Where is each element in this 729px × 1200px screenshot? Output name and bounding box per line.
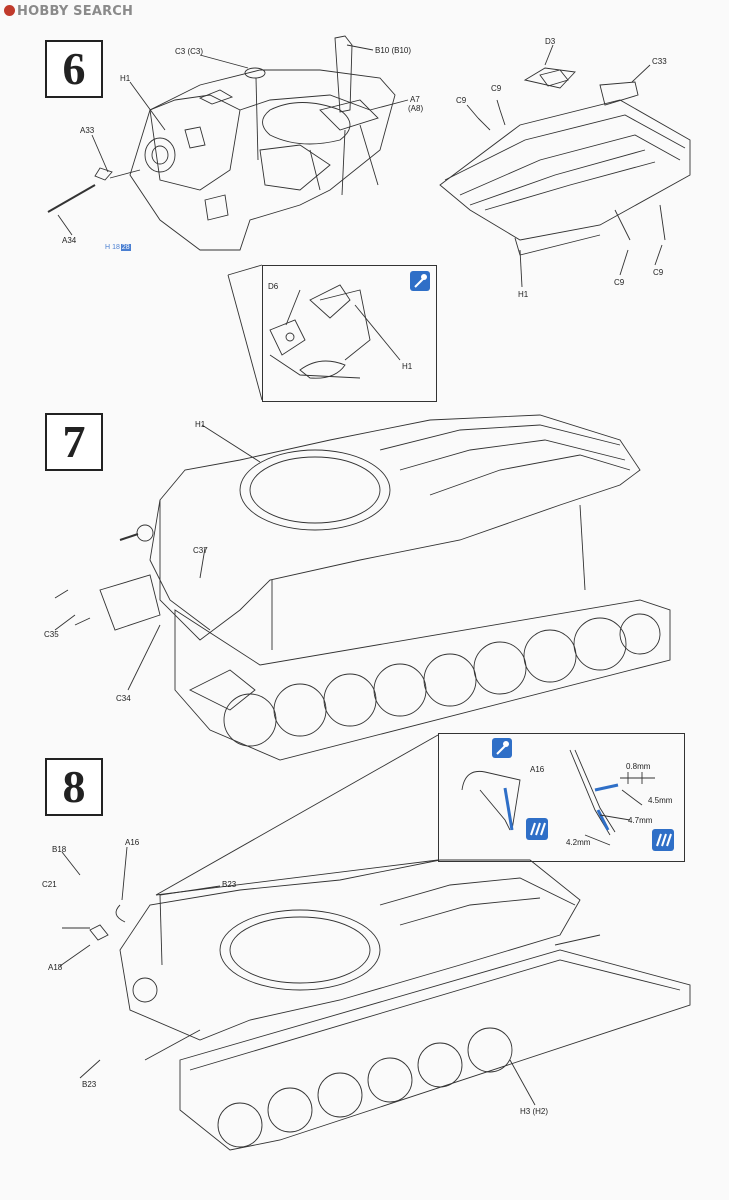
part-label-c9-bottom-a: C9 xyxy=(614,278,625,287)
part-label-h1: H1 xyxy=(120,74,131,83)
cut-icon-detail xyxy=(652,829,674,851)
part-label-c9-top: C9 xyxy=(491,84,502,93)
glue-icon-step8 xyxy=(492,738,512,758)
part-label-b23-lower: B23 xyxy=(82,1080,97,1089)
part-label-h1-deck: H1 xyxy=(518,290,529,299)
inset-label-h1: H1 xyxy=(402,362,413,371)
part-label-c3: C3 (C3) xyxy=(175,47,204,56)
part-label-b18: B18 xyxy=(52,845,67,854)
step6-engine-deck-drawing xyxy=(439,67,691,256)
step6-inset-drawing xyxy=(227,264,371,401)
paint-ref-letter: H xyxy=(105,244,111,251)
part-label-c35: C35 xyxy=(44,630,59,639)
glue-icon xyxy=(410,271,430,291)
dimension-0-8mm: 0.8mm xyxy=(626,762,651,771)
part-label-b10: B10 (B10) xyxy=(375,46,412,55)
part-label-a7: A7 xyxy=(410,95,420,104)
part-label-c9: C9 xyxy=(456,96,467,105)
step6-detail-inset xyxy=(262,265,437,402)
step6-hull-front-drawing xyxy=(47,35,396,251)
leader-lines xyxy=(54,44,663,1106)
dimension-4-5mm: 4.5mm xyxy=(648,796,673,805)
step7-hull-drawing xyxy=(54,414,671,761)
part-label-b23: B23 xyxy=(222,880,237,889)
step-number-6: 6 xyxy=(45,40,103,98)
part-label-a16: A16 xyxy=(125,838,140,847)
step-number-7: 7 xyxy=(45,413,103,471)
step8-inset-drawing xyxy=(155,734,655,896)
inset-label-d6: D6 xyxy=(268,282,279,291)
part-label-d3: D3 xyxy=(545,37,556,46)
part-label-c34: C34 xyxy=(116,694,131,703)
watermark-ball-icon xyxy=(4,5,15,16)
part-label-c37: C37 xyxy=(193,546,208,555)
paint-ref-number-2: 28 xyxy=(120,244,131,251)
watermark-text: HOBBY SEARCH xyxy=(17,4,134,19)
dimension-4-2mm: 4.2mm xyxy=(566,838,591,847)
part-label-a18: A18 xyxy=(48,963,63,972)
step8-hull-drawing xyxy=(62,859,691,1151)
inset-label-a16: A16 xyxy=(530,765,545,774)
part-label-a34: A34 xyxy=(62,236,77,245)
step8-detail-inset xyxy=(438,733,685,862)
watermark-logo: HOBBY SEARCH xyxy=(4,4,133,19)
step-number-8: 8 xyxy=(45,758,103,816)
paint-ref-number-1: 18 xyxy=(112,244,120,251)
part-label-a33: A33 xyxy=(80,126,95,135)
dimension-4-7mm: 4.7mm xyxy=(628,816,653,825)
part-label-h1-step7: H1 xyxy=(195,420,206,429)
part-label-c9-bottom-b: C9 xyxy=(653,268,664,277)
cut-icon-a16 xyxy=(526,818,548,840)
part-label-c21: C21 xyxy=(42,880,57,889)
part-label-c33: C33 xyxy=(652,57,667,66)
part-label-a8: (A8) xyxy=(408,104,424,113)
part-label-h3: H3 (H2) xyxy=(520,1107,549,1116)
